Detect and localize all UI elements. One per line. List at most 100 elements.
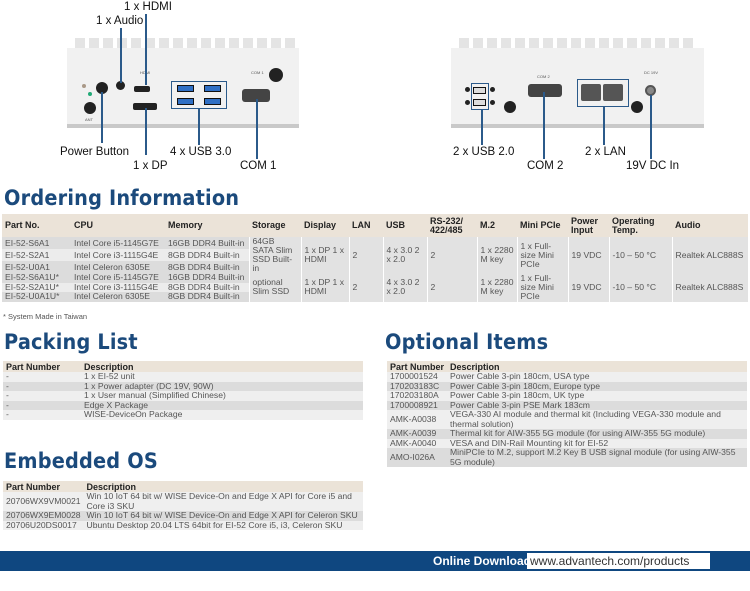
description-cell: Win 10 IoT 64 bit w/ WISE Device-On and … (83, 491, 363, 511)
table-cell-storage: 64GB SATA Slim SSD Built-in (248, 237, 301, 273)
dp-port-icon (133, 103, 157, 110)
table-cell: EI-52-U0A1U* (5, 291, 60, 302)
description-cell: Edge X Package (81, 400, 363, 410)
table-cell: Intel Core i3-1115G4E (74, 281, 159, 292)
part-number-cell: 1700008921 (387, 400, 447, 410)
part-number-cell: AMK-A0038 (387, 410, 447, 429)
column-header: Memory (165, 214, 249, 237)
part-number-cell: - (3, 390, 81, 401)
table-cell: EI-52-U0A1 (5, 261, 50, 272)
description-cell: 1 x EI-52 unit (81, 371, 363, 382)
table-cell-usb: 4 x 3.0 2 x 2.0 (382, 273, 427, 302)
ordering-title: Ordering Information (4, 186, 240, 210)
audio-callout: 1 x Audio (96, 15, 144, 27)
table-cell: 8GB DDR4 Built-in (168, 291, 240, 302)
ant-label: ANT (85, 117, 93, 122)
usb2-callout: 2 x USB 2.0 (453, 146, 515, 158)
part-number-cell: - (3, 381, 81, 391)
table-cell-minipcie: 1 x Full-size Mini PCIe (516, 237, 568, 273)
table-row: -Edge X Package (3, 400, 363, 410)
table-row: -WISE-DeviceOn Package (3, 409, 363, 420)
dc-in-callout: 19V DC In (626, 160, 680, 172)
part-number-cell: - (3, 371, 81, 382)
antenna-icon (504, 101, 516, 113)
table-cell: Intel Core i3-1115G4E (74, 249, 159, 260)
packing-title: Packing List (4, 330, 138, 354)
column-header: Part No. (2, 214, 71, 237)
table-cell: 8GB DDR4 Built-in (168, 281, 240, 292)
lan-port-icon (603, 84, 623, 101)
column-header: USB (383, 214, 427, 237)
description-cell: 1 x User manual (Simplified Chinese) (81, 390, 363, 401)
description-cell: Power Cable 3-pin 180cm, UK type (447, 390, 747, 401)
column-header: RS-232/ 422/485 (427, 214, 477, 237)
description-cell: 1 x Power adapter (DC 19V, 90W) (81, 381, 363, 391)
ordering-footnote: * System Made in Taiwan (3, 312, 88, 321)
lan-callout: 2 x LAN (585, 146, 626, 158)
table-cell: EI-52-S6A1U* (5, 272, 59, 283)
table-cell-storage: optional Slim SSD (248, 273, 301, 302)
online-download-bar: Online Download www.advantech.com/produc… (0, 551, 750, 571)
table-cell-temp: -10 – 50 °C (608, 237, 672, 273)
part-number-cell: 170203183C (387, 381, 447, 391)
audio-jack-icon (116, 81, 125, 90)
column-header: LAN (349, 214, 383, 237)
hdmi-port-icon (134, 86, 150, 92)
column-header: Power Input (568, 214, 609, 237)
table-cell: Intel Core i5-1145G7E (74, 272, 159, 283)
table-cell: 16GB DDR4 Built-in (168, 272, 245, 283)
part-number-cell: 20706U20DS0017 (3, 520, 84, 530)
column-header: Part Number (3, 481, 84, 492)
part-number-cell: 1700001524 (387, 371, 447, 382)
table-cell-power: 19 VDC (567, 237, 609, 273)
description-cell: Thermal kit for AIW-355 5G module (for u… (447, 428, 747, 439)
description-cell: MiniPCIe to M.2, support M.2 Key B USB s… (447, 447, 747, 467)
description-cell: Power Cable 3-pin PSE Mark 183cm (447, 400, 747, 410)
com1-port-icon (242, 89, 270, 102)
description-cell: Power Cable 3-pin 180cm, USA type (447, 371, 747, 382)
table-cell-lan: 2 (348, 273, 383, 302)
part-number-cell: AMK-A0039 (387, 428, 447, 439)
part-number-cell: - (3, 409, 81, 420)
table-cell: Intel Celeron 6305E (74, 261, 150, 272)
table-cell-display: 1 x DP 1 x HDMI (300, 237, 349, 273)
table-cell: Intel Celeron 6305E (74, 291, 150, 302)
com1-callout: COM 1 (240, 160, 277, 172)
description-cell: Power Cable 3-pin 180cm, Europe type (447, 381, 747, 391)
table-cell-rs232: 2 (426, 237, 477, 273)
online-download-url[interactable]: www.advantech.com/products (527, 553, 710, 569)
column-header: Display (301, 214, 349, 237)
column-header: CPU (71, 214, 165, 237)
description-cell: Win 10 IoT 64 bit w/ WISE Device-On and … (83, 510, 363, 521)
column-header: M.2 (477, 214, 517, 237)
hdmi-callout: 1 x HDMI (122, 1, 174, 14)
table-row: -1 x EI-52 unit (3, 371, 363, 382)
table-cell-audio: Realtek ALC888S (671, 237, 748, 273)
table-cell-temp: -10 – 50 °C (608, 273, 672, 302)
table-cell-m2: 1 x 2280 M key (476, 237, 517, 273)
table-cell-minipcie: 1 x Full-size Mini PCIe (516, 273, 568, 302)
optional-title: Optional Items (385, 330, 549, 354)
table-cell: 16GB DDR4 Built-in (168, 237, 245, 248)
description-cell: WISE-DeviceOn Package (81, 409, 363, 420)
led-icon (88, 92, 92, 96)
part-number-cell: AMK-A0040 (387, 438, 447, 448)
table-row: -1 x Power adapter (DC 19V, 90W) (3, 381, 363, 391)
online-download-label: Online Download (433, 554, 531, 568)
part-number-cell: AMO-I026A (387, 448, 447, 467)
os-title: Embedded OS (4, 449, 158, 473)
table-cell: EI-52-S2A1U* (5, 281, 59, 292)
